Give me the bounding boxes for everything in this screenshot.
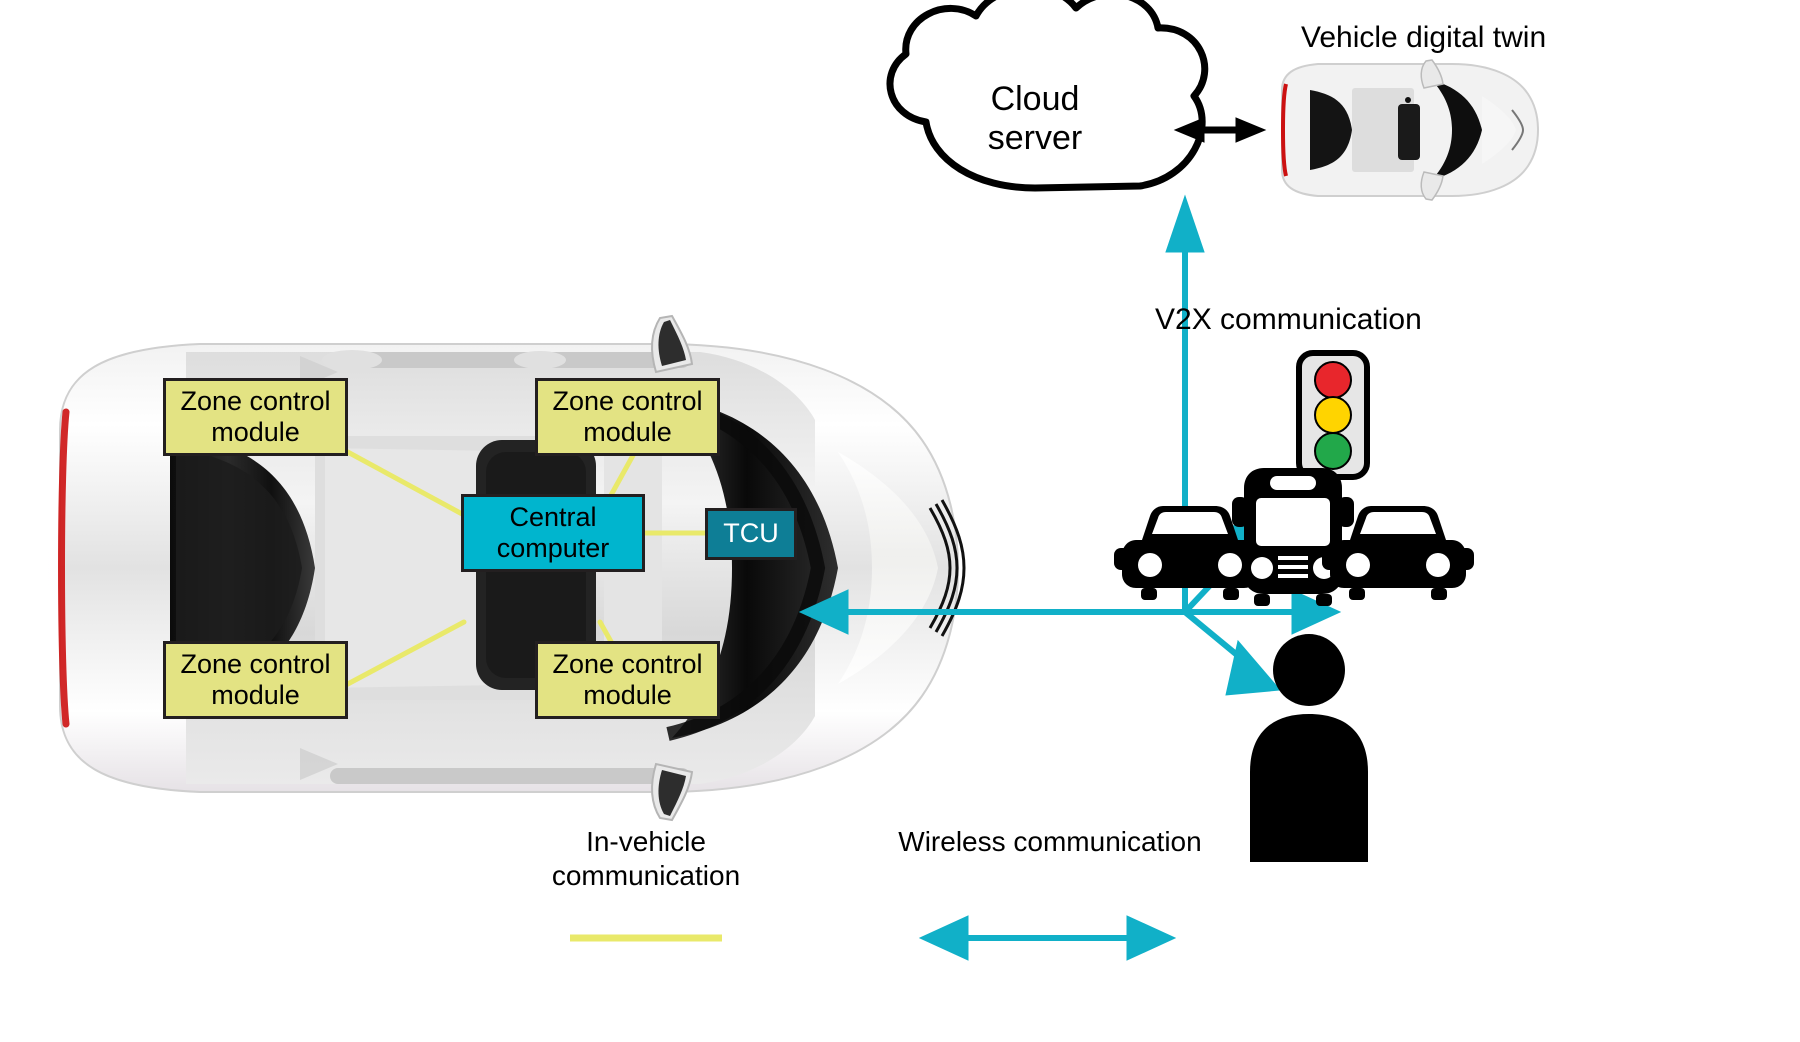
traffic-light-icon — [1296, 350, 1370, 480]
cloud-server-label-line1: Cloud — [990, 80, 1080, 118]
car-front-icon-left — [1114, 506, 1266, 600]
zone-control-module-front-right[interactable]: Zone control module — [535, 378, 720, 456]
zone-control-module-front-left[interactable]: Zone control module — [163, 378, 348, 456]
zone-control-module-rear-right[interactable]: Zone control module — [535, 641, 720, 719]
legend-wireless-label: Wireless communication — [755, 825, 1345, 859]
digital-twin-car-icon — [1281, 59, 1540, 201]
road-vehicles-icons — [1114, 468, 1474, 606]
vehicle-digital-twin-label: Vehicle digital twin — [1301, 20, 1546, 55]
legend-in-vehicle-label: In-vehicle communication — [451, 825, 841, 892]
zone-module-label-line2: module — [211, 417, 300, 447]
legend-wireless-swatch — [918, 915, 1177, 961]
zone-module-label-line2: module — [583, 417, 672, 447]
car-front-icon-right — [1322, 506, 1474, 600]
zone-module-label-line2: module — [583, 680, 672, 710]
pedestrian-icon — [1250, 634, 1368, 862]
tcu-label: TCU — [723, 518, 779, 549]
wireless-arrow-pedestrian — [1183, 609, 1282, 696]
central-computer-label-line2: computer — [496, 533, 610, 563]
v2x-communication-text: V2X communication — [1155, 303, 1422, 336]
legend-in-vehicle-line1: In-vehicle — [586, 826, 706, 857]
cloud-server-label: Cloud server — [940, 80, 1130, 158]
legend-wireless-line1: Wireless communication — [898, 826, 1202, 857]
zone-module-label-line2: module — [211, 680, 300, 710]
tcu-box[interactable]: TCU — [705, 508, 797, 560]
zone-module-label-line1: Zone control — [180, 648, 331, 679]
zone-control-module-rear-left[interactable]: Zone control module — [163, 641, 348, 719]
cloud-icon — [886, 0, 1209, 192]
central-computer-box[interactable]: Central computer — [461, 494, 645, 572]
zone-module-label-line1: Zone control — [552, 648, 703, 679]
cloud-server-label-line2: server — [987, 119, 1083, 158]
zone-module-label-line1: Zone control — [552, 385, 703, 416]
vehicle-digital-twin-text: Vehicle digital twin — [1301, 21, 1547, 54]
cloud-twin-arrow — [1173, 117, 1267, 143]
v2x-communication-label: V2X communication — [1155, 302, 1422, 337]
zone-module-label-line1: Zone control — [180, 385, 331, 416]
legend-in-vehicle-line2: communication — [551, 859, 741, 891]
wireless-arrow-horizontal — [798, 589, 1342, 635]
bus-front-icon — [1232, 468, 1354, 606]
central-computer-label-line1: Central — [509, 501, 597, 532]
